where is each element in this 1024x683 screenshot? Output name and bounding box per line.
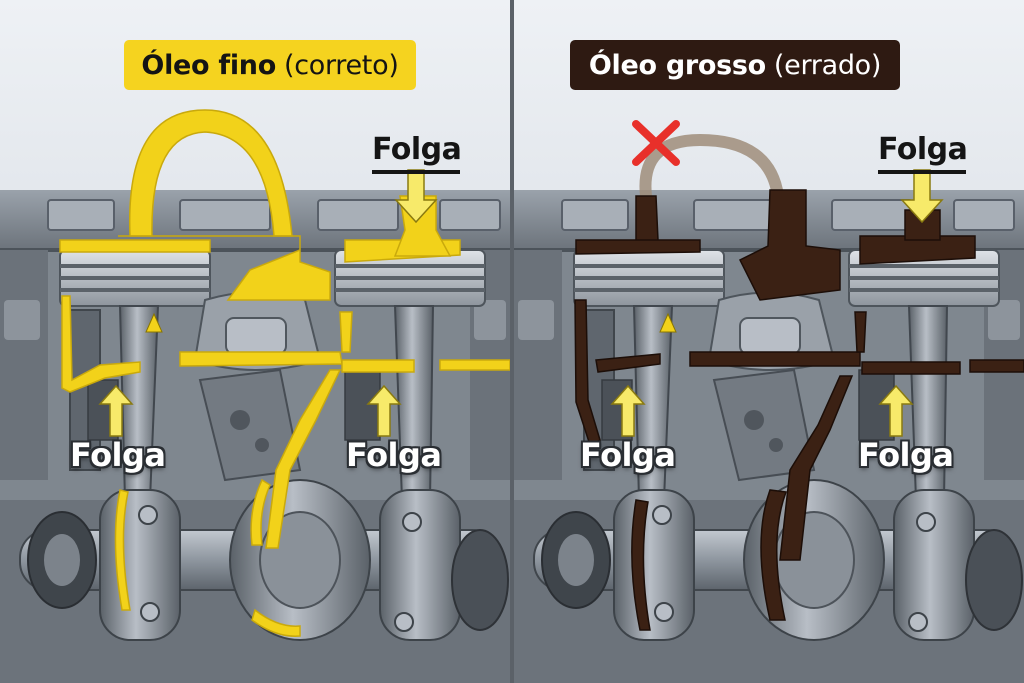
cross-icon (632, 120, 680, 166)
thin-oil-title-badge: Óleo fino (correto) (124, 40, 416, 90)
arrow-up-icon (610, 384, 646, 437)
arrow-down-icon (394, 169, 438, 224)
arrow-up-icon (98, 384, 134, 437)
thick-oil-title-badge: Óleo grosso (errado) (570, 40, 900, 90)
arrow-up-icon (878, 384, 914, 437)
clearance-label-right-b: Folga (858, 436, 954, 474)
thick-oil-verdict: (errado) (773, 49, 882, 81)
arrow-up-small-icon (145, 312, 163, 333)
thick-oil-flow (574, 189, 1024, 631)
clearance-label-left-a: Folga (70, 436, 166, 474)
clearance-label-top-right: Folga (878, 132, 968, 167)
left-panel (0, 109, 511, 683)
arrow-up-small-icon (659, 312, 677, 333)
thin-oil-verdict: (correto) (283, 49, 399, 81)
arrow-down-icon (900, 169, 944, 224)
arrow-up-icon (366, 384, 402, 437)
thin-oil-flow (59, 109, 511, 637)
clearance-label-top-left: Folga (372, 132, 462, 167)
label-underline (878, 170, 966, 174)
clearance-label-left-b: Folga (346, 436, 442, 474)
panel-divider (510, 0, 514, 683)
right-panel (513, 120, 1024, 683)
thick-oil-title: Óleo grosso (588, 49, 766, 81)
thin-oil-title: Óleo fino (141, 49, 276, 81)
clearance-label-right-a: Folga (580, 436, 676, 474)
label-underline (372, 170, 460, 174)
